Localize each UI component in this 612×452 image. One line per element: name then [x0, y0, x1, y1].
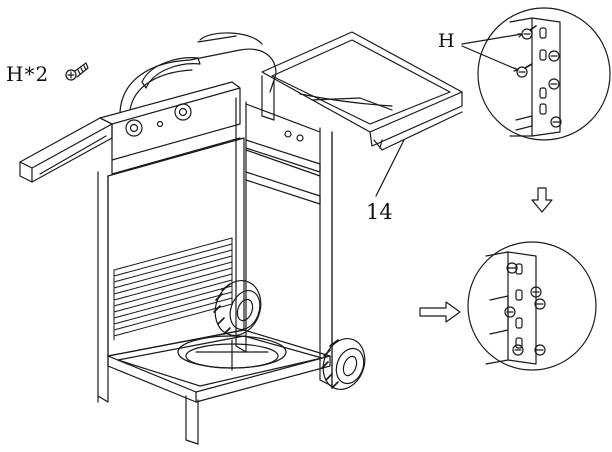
cart-frame: [98, 76, 332, 444]
leader-lines-h: [462, 34, 522, 70]
shelf-part-label: 14: [366, 200, 393, 224]
screw-part-label: H: [438, 30, 455, 52]
detail-circle-after: [468, 242, 596, 370]
left-wheel: [208, 274, 268, 342]
vent-grille: [114, 238, 232, 340]
right-arrow-icon: [420, 302, 460, 322]
screw-count-label: H*2: [6, 62, 50, 86]
right-side-shelf: [262, 32, 462, 150]
detail-circle-before: [478, 8, 610, 140]
down-arrow-icon: [532, 188, 552, 212]
control-panel: [100, 82, 240, 174]
grill-lid: [120, 33, 276, 112]
leader-arrowheads: [514, 34, 522, 71]
screw-icon: [66, 63, 88, 80]
right-wheel: [316, 333, 371, 396]
leader-line-14: [376, 140, 404, 196]
